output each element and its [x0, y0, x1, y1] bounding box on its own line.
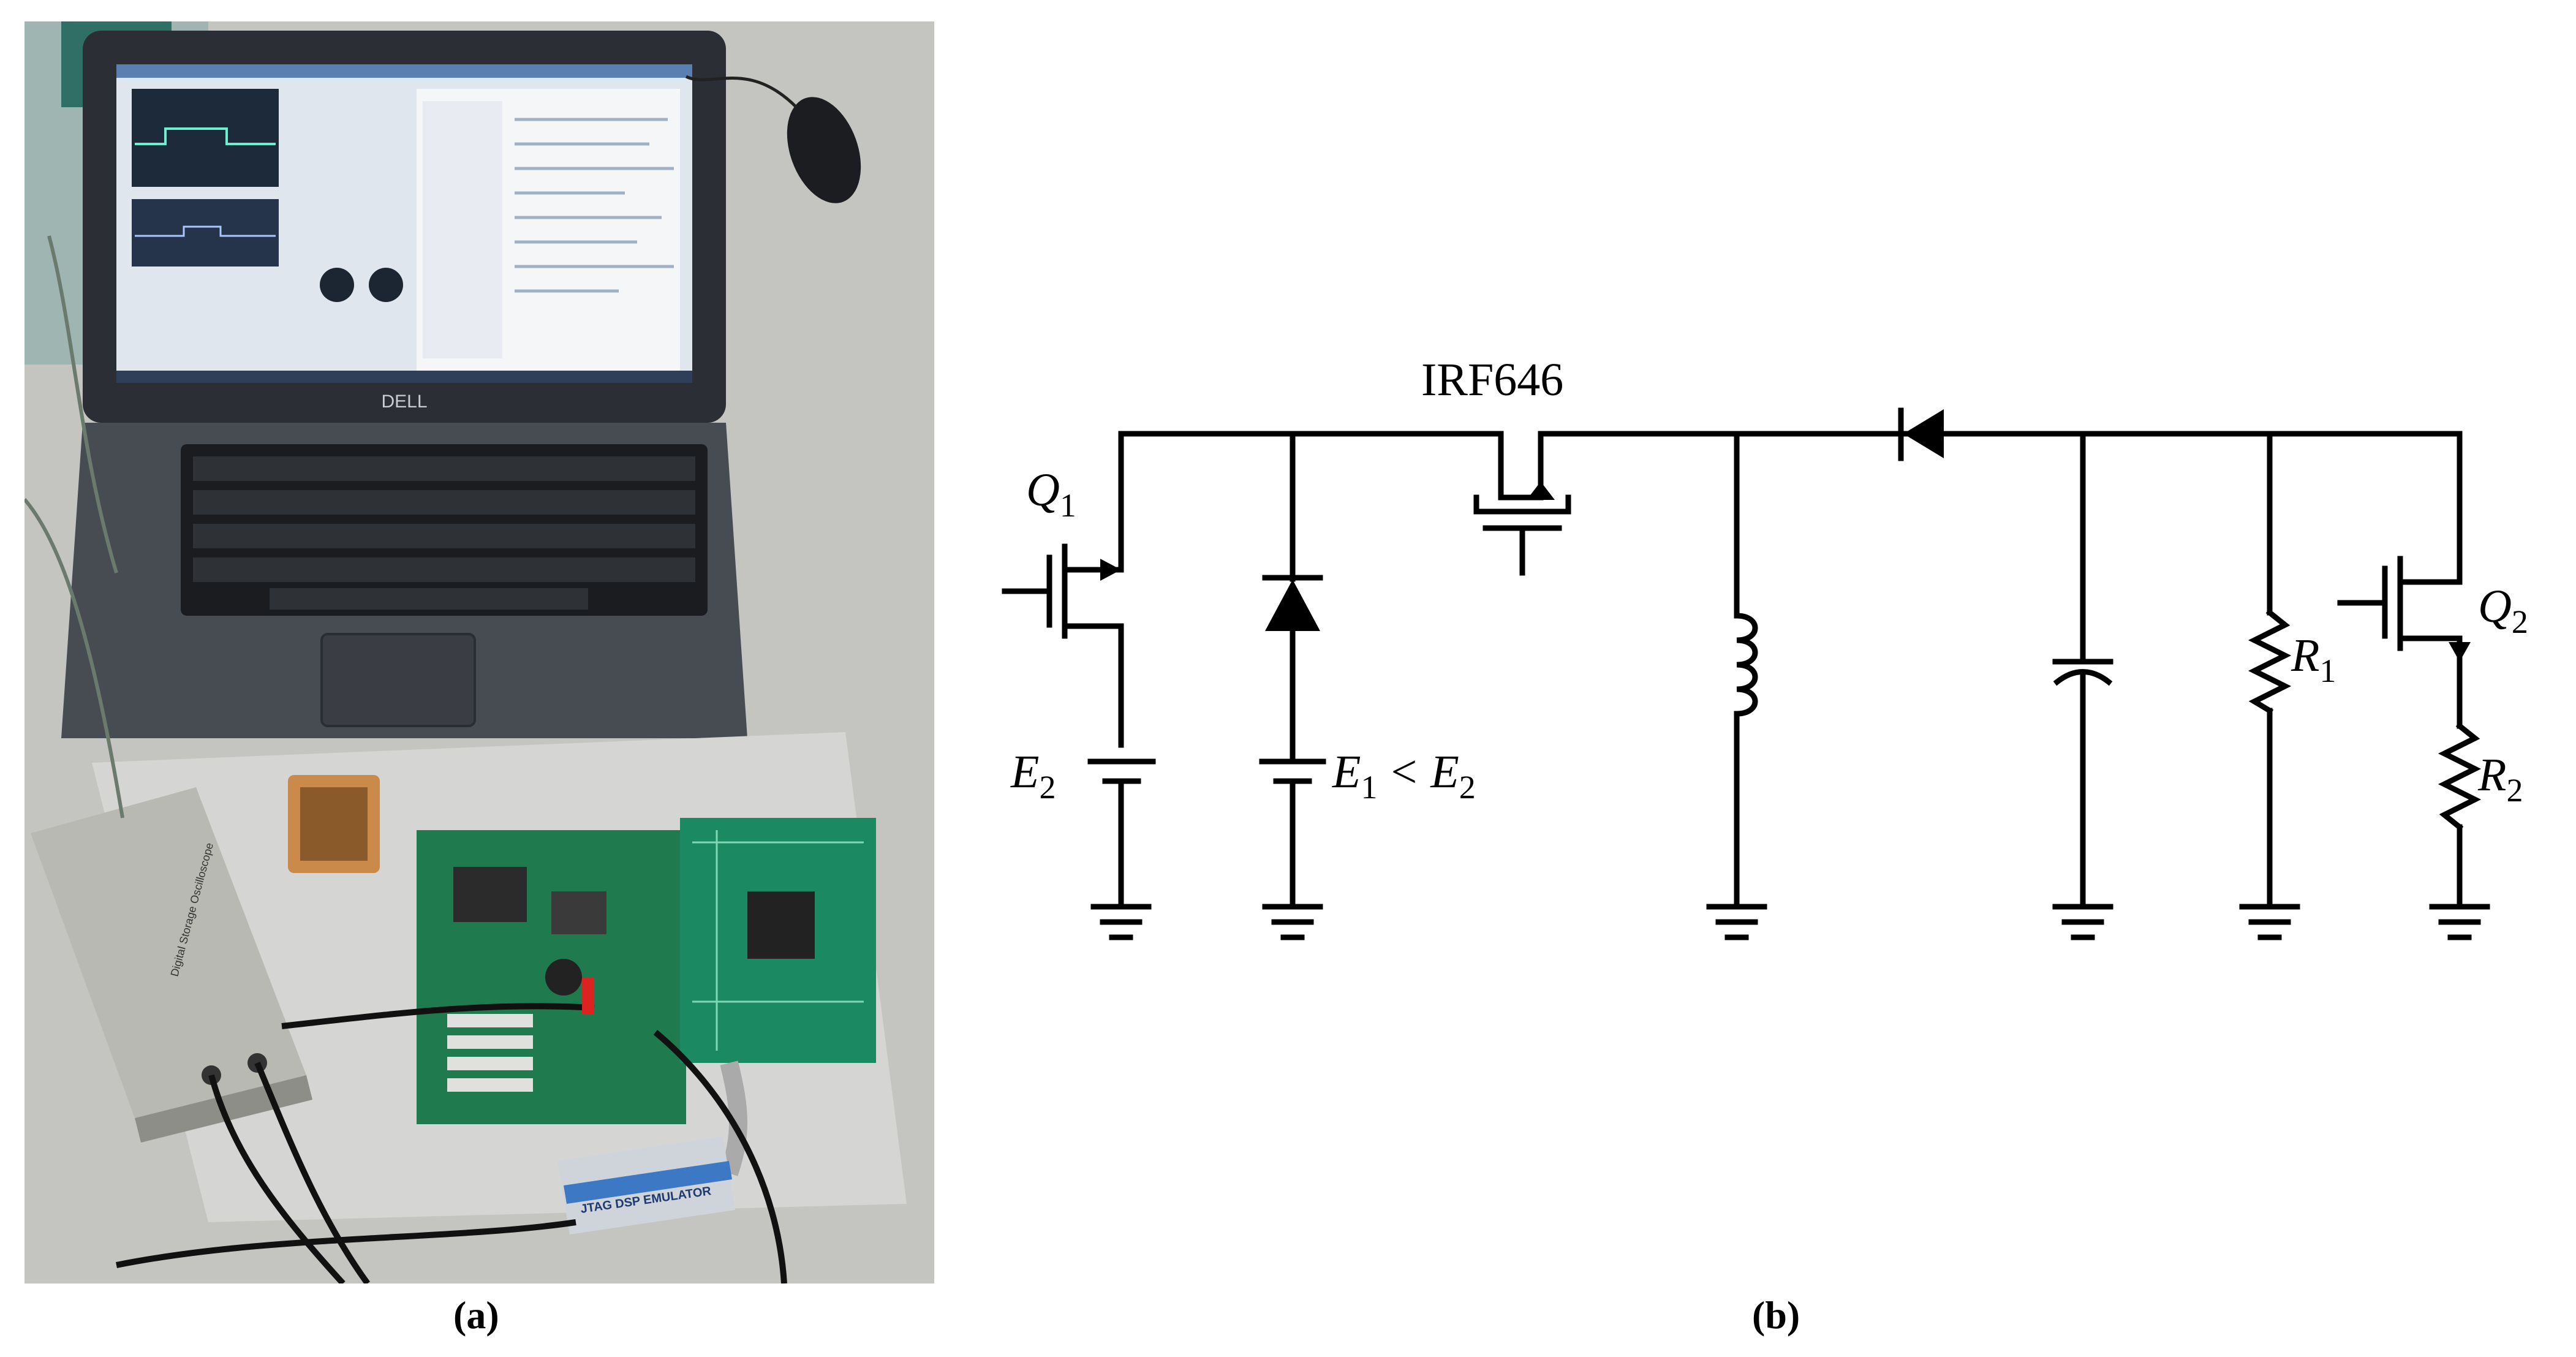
- caption-a: (a): [453, 1293, 499, 1337]
- ground-symbol: [2239, 904, 2300, 940]
- dsp-pcb: [680, 818, 876, 1063]
- touchpad: [320, 633, 476, 727]
- e1-label-sub: 1: [1361, 769, 1377, 806]
- e1-label-base2: E: [1430, 746, 1459, 798]
- scope-display-2: [132, 199, 279, 266]
- dsp-chip: [747, 891, 815, 959]
- scope-knob: [320, 268, 354, 302]
- irf646-label: IRF646: [1421, 354, 1563, 406]
- ribbon-cable: [720, 1060, 747, 1176]
- r1-label: R1: [2291, 630, 2336, 689]
- circuit-wires: [1002, 407, 2490, 940]
- r1-zigzag: [2248, 608, 2292, 715]
- ground-symbol: [1706, 904, 1767, 940]
- d2-triangle: [1903, 409, 1944, 458]
- e1-label-rel: <: [1391, 746, 1417, 798]
- control-pcb: [417, 830, 686, 1124]
- q2-arrow: [2449, 642, 2471, 662]
- scope-trace-2: [135, 225, 276, 237]
- pcb-component: [551, 891, 606, 934]
- ground-symbol: [2052, 904, 2113, 940]
- emulator-stripe: [564, 1161, 732, 1204]
- q1-label-sub: 1: [1060, 487, 1076, 524]
- e2-label-sub: 2: [1039, 769, 1056, 806]
- r2-zigzag: [2438, 722, 2482, 831]
- probe-cables: [116, 1003, 787, 1286]
- red-probe-clip: [582, 977, 594, 1014]
- q1-arrow: [1100, 559, 1121, 581]
- e2-label-base: E: [1010, 746, 1039, 798]
- e1-label-base: E: [1332, 746, 1361, 798]
- window-titlebar: [116, 64, 692, 78]
- circuit-panel: IRF646 Q1 E2 E1<E2 R1 Q2 R2: [992, 343, 2536, 1011]
- photo-panel: DELL Digital Storage Oscilloscope: [23, 21, 934, 1286]
- mouse: [787, 97, 861, 203]
- ground-symbol: [1262, 904, 1323, 940]
- e2-label: E2: [1010, 746, 1056, 806]
- mouse-cable: [685, 75, 798, 108]
- q2-label-sub: 2: [2512, 603, 2528, 640]
- irf646-arrow: [1527, 482, 1555, 500]
- inductor-coil: [1734, 613, 1758, 717]
- r1-label-base: R: [2291, 630, 2319, 681]
- dsp-traces: [692, 830, 864, 1051]
- oscilloscope-body: [31, 787, 306, 1118]
- q1-label: Q1: [1026, 464, 1076, 524]
- laptop-brand: DELL: [381, 391, 427, 412]
- r2-label-sub: 2: [2506, 772, 2523, 809]
- code-lines: [515, 118, 674, 293]
- q2-label-base: Q: [2478, 581, 2512, 632]
- scope-display: [132, 89, 279, 187]
- jtag-emulator: JTAG DSP EMULATOR: [557, 1136, 735, 1234]
- pcb-inductor: [545, 959, 582, 996]
- r2-label: R2: [2477, 749, 2523, 809]
- q1-label-base: Q: [1026, 464, 1060, 516]
- q2-label: Q2: [2478, 581, 2528, 640]
- ground-symbol: [1090, 904, 1152, 940]
- pcb-component: [453, 867, 527, 922]
- transformer-core: [300, 787, 368, 861]
- keys: [193, 456, 695, 610]
- laptop: DELL: [61, 31, 747, 738]
- setup-photo: DELL Digital Storage Oscilloscope: [23, 21, 934, 1286]
- r1-label-sub: 1: [2319, 652, 2336, 689]
- e1-label-sub2: 2: [1459, 769, 1476, 806]
- network-cables: [23, 235, 124, 818]
- scope-knob: [369, 268, 403, 302]
- project-tree: [423, 101, 502, 358]
- scope-trace: [135, 127, 276, 145]
- circuit-schematic: IRF646 Q1 E2 E1<E2 R1 Q2 R2: [1002, 354, 2528, 940]
- e1-label: E1<E2: [1332, 746, 1476, 806]
- r2-label-base: R: [2477, 749, 2506, 801]
- taskbar: [116, 371, 692, 383]
- pcb-capacitors: [447, 1014, 533, 1092]
- ground-symbol: [2429, 904, 2490, 940]
- caption-b: (b): [1752, 1293, 1800, 1337]
- d1-triangle: [1265, 580, 1320, 631]
